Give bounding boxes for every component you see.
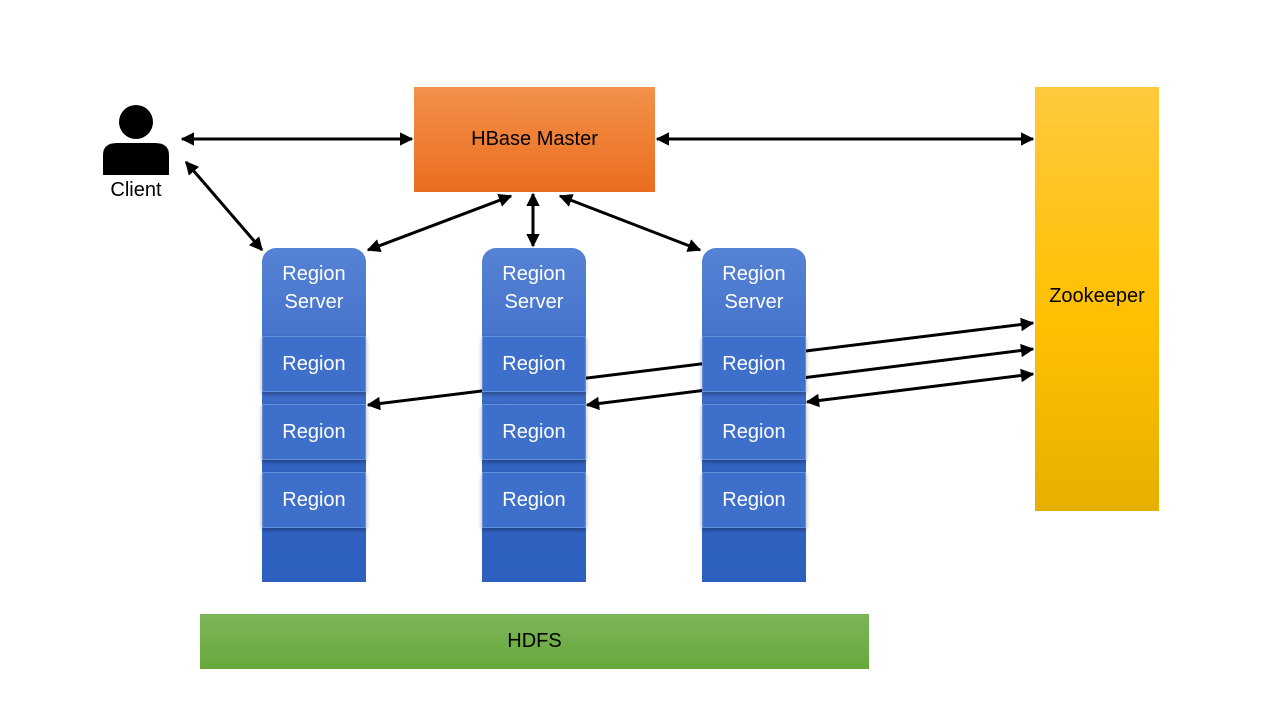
client-label: Client [110, 178, 162, 201]
region-box: Region [702, 336, 806, 392]
region-server-title-line2: Server [504, 291, 564, 313]
hdfs-label: HDFS [507, 630, 562, 652]
region-box: Region [262, 472, 366, 528]
zookeeper-label: Zookeeper [1049, 285, 1145, 307]
region-box: Region [482, 472, 586, 528]
region-server-title: Region Server [482, 258, 586, 318]
region-box: Region [482, 336, 586, 392]
region-server-title-line1: Region [282, 263, 346, 285]
client-user-icon [103, 105, 169, 175]
region-box: Region [262, 336, 366, 392]
zookeeper-box: Zookeeper [1035, 87, 1159, 511]
hdfs-bar: HDFS [200, 614, 869, 669]
region-server-2: Region Server Region Region Region [482, 248, 586, 582]
hbase-master-label: HBase Master [471, 128, 598, 150]
region-server-title-line2: Server [284, 291, 344, 313]
region-box: Region [482, 404, 586, 460]
region-server-3: Region Server Region Region Region [702, 248, 806, 582]
arrow-client-regionserver-1 [184, 160, 264, 252]
region-box: Region [702, 404, 806, 460]
arrow-master-regionserver-1 [366, 193, 513, 253]
region-server-1: Region Server Region Region Region [262, 248, 366, 582]
region-server-title-line1: Region [722, 263, 786, 285]
arrow-zookeeper-regionserver-2 [585, 343, 1035, 411]
region-box: Region [262, 404, 366, 460]
arrow-master-regionserver-3 [558, 194, 702, 252]
region-server-title-line2: Server [724, 291, 784, 313]
region-server-title-line1: Region [502, 263, 566, 285]
region-box: Region [702, 472, 806, 528]
region-server-title: Region Server [702, 258, 806, 318]
region-server-title: Region Server [262, 258, 366, 318]
hbase-master-box: HBase Master [414, 87, 655, 192]
arrow-zookeeper-regionserver-1 [366, 317, 1035, 411]
arrow-zookeeper-regionserver-3 [805, 368, 1035, 408]
